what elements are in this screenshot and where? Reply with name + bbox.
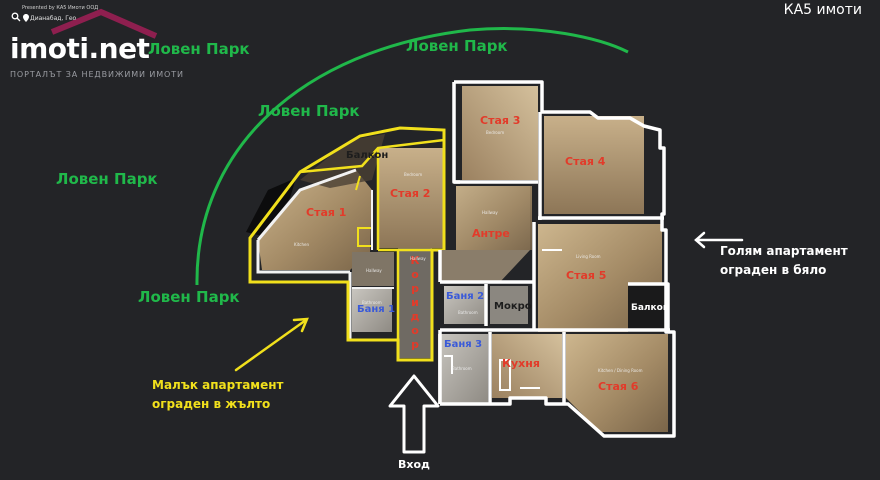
small-apartment-note-line2: ограден в жълто <box>152 397 271 411</box>
search-icon[interactable] <box>11 12 21 22</box>
scan-caption: Kitchen <box>294 242 310 247</box>
park-label: Ловен Парк <box>56 170 158 188</box>
scan-caption: Bedroom <box>404 172 423 177</box>
room-label-room5: Стая 5 <box>566 269 607 282</box>
room-label-balcony-right: Балкон <box>631 303 670 313</box>
entrance-arrow <box>388 374 440 454</box>
brand-name[interactable]: imoti.net <box>10 32 150 65</box>
room-label-hall: Антре <box>472 227 510 240</box>
house-roof-logo <box>50 8 158 39</box>
large-apartment-note: Голям апартамент ограден в бяло <box>720 242 848 280</box>
corridor-letter: д <box>410 310 420 323</box>
corridor-letter: и <box>411 296 419 309</box>
scan-caption: Bathroom <box>362 300 382 305</box>
room-label-bath1: Баня 1 <box>357 304 396 315</box>
scan-caption: Kitchen / Dining Room <box>598 368 643 373</box>
park-label: Ловен Парк <box>148 40 250 58</box>
room-label-room2: Стая 2 <box>390 187 431 200</box>
room-label-kitchen: Кухня <box>502 357 540 370</box>
scan-caption: Bathroom <box>452 366 472 371</box>
entrance-label: Вход <box>398 458 430 471</box>
scan-caption: Hallway <box>366 268 382 273</box>
room-label-balcony-left: Балкон <box>346 150 389 161</box>
large-apartment-outline <box>438 80 676 438</box>
park-label: Ловен Парк <box>258 102 360 120</box>
room-label-room3: Стая 3 <box>480 114 521 127</box>
room-label-wet: Мокро <box>494 301 532 312</box>
corridor-letter: р <box>411 282 419 295</box>
scan-caption: Hallway <box>410 256 426 261</box>
room-label-bath2: Баня 2 <box>446 291 485 302</box>
room-label-room1: Стая 1 <box>306 206 347 219</box>
park-boundary-arc <box>195 27 629 286</box>
small-apartment-pointer-arrow <box>234 317 309 372</box>
room-label-room6: Стая 6 <box>598 380 639 393</box>
corridor-letter: К <box>410 254 420 267</box>
corridor-letter: о <box>411 268 419 281</box>
small-apartment-note: Малък апартамент ограден в жълто <box>152 376 284 414</box>
scan-caption: Living Room <box>576 254 601 259</box>
large-apartment-note-line1: Голям апартамент <box>720 244 848 258</box>
room-label-room4: Стая 4 <box>565 155 606 168</box>
park-label: Ловен Парк <box>406 37 508 55</box>
corridor-letter: о <box>411 324 419 337</box>
scan-caption: Bathroom <box>458 310 478 315</box>
room-label-bath3: Баня 3 <box>444 339 483 350</box>
brand-tagline: ПОРТАЛЪТ ЗА НЕДВИЖИМИ ИМОТИ <box>10 70 184 79</box>
large-apartment-note-line2: ограден в бяло <box>720 263 827 277</box>
small-apartment-note-line1: Малък апартамент <box>152 378 284 392</box>
corridor-letter: р <box>411 338 419 351</box>
location-pin-icon <box>23 14 29 22</box>
presented-by-text: Presented by КА5 Имоти ООД <box>22 5 99 11</box>
scan-caption: Hallway <box>482 210 498 215</box>
park-label: Ловен Парк <box>138 288 240 306</box>
scan-caption: Bedroom <box>486 130 505 135</box>
large-apartment-pointer-arrow <box>694 231 744 249</box>
agency-name: КА5 имоти <box>783 2 862 18</box>
address-text: Дианабад, Гео <box>30 15 77 22</box>
